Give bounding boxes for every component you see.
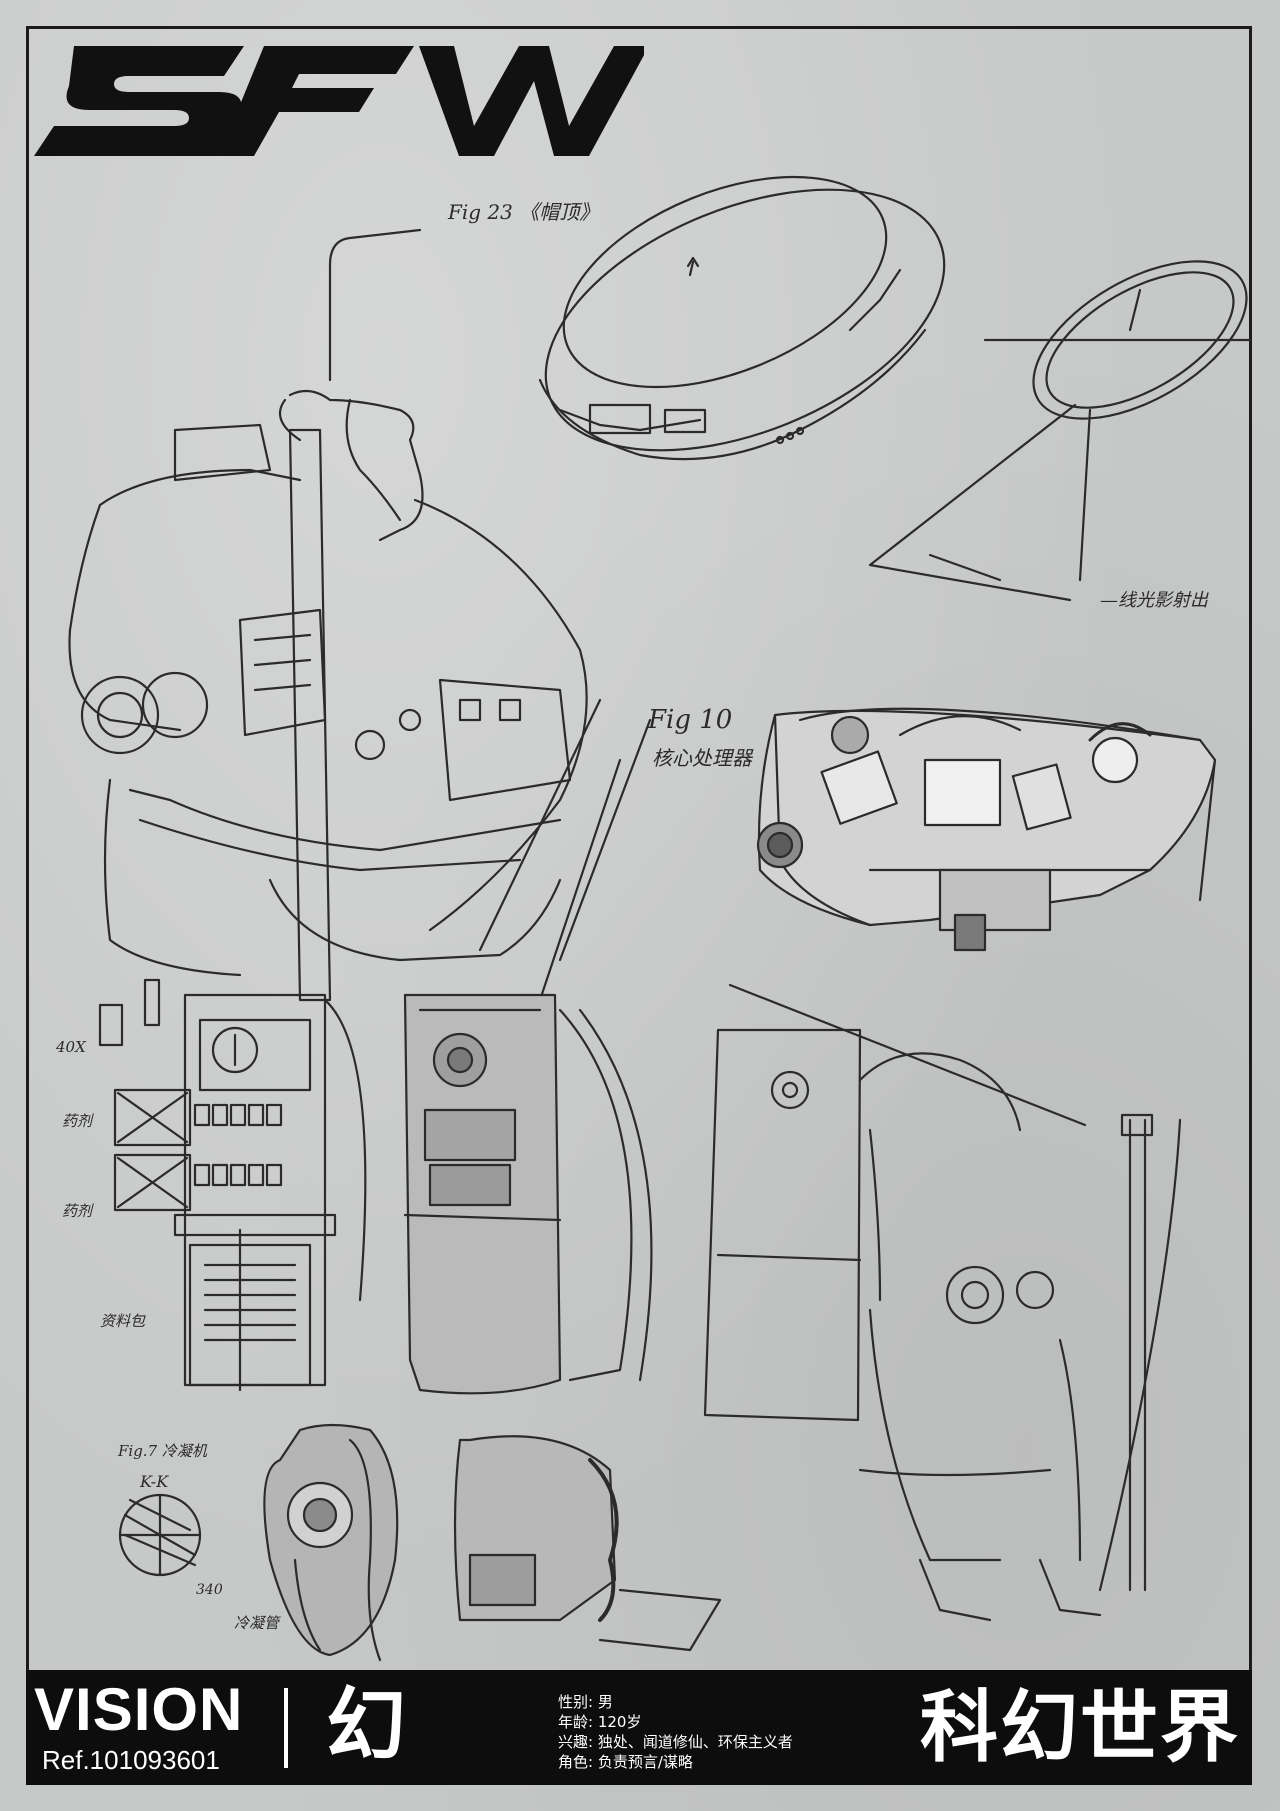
sfw-logo	[34, 46, 644, 156]
drug-label-1: 药剂	[62, 1112, 93, 1130]
fig7-label: Fig.7 冷凝机	[118, 1442, 207, 1460]
drug-label-2: 药剂	[62, 1202, 93, 1220]
info-role: 角色: 负责预言/谋略	[558, 1753, 693, 1771]
bag-label: 资料包	[100, 1312, 146, 1330]
angle-label: 340	[196, 1582, 223, 1598]
huan-character: 幻	[326, 1679, 406, 1772]
hat-disc-sketch	[328, 175, 946, 461]
info-gender: 性别: 男	[558, 1693, 613, 1711]
reference-number: Ref.101093601	[42, 1745, 220, 1775]
footer-divider	[284, 1688, 288, 1768]
vision-title: VISION	[34, 1676, 244, 1743]
condenser-sketch	[118, 1423, 722, 1662]
section-label: K-K	[140, 1472, 169, 1491]
fig10-label: Fig 10	[648, 705, 733, 735]
magazine-brand: 科幻世界	[920, 1683, 1241, 1773]
backpack-diagram-sketch	[98, 978, 367, 1392]
fig23-label: Fig 23 《帽顶》	[448, 200, 600, 224]
info-interests: 兴趣: 独处、闻道修仙、环保主义者	[558, 1733, 793, 1751]
backpack-side-sketch	[403, 993, 653, 1395]
character-info: 性别: 男 年龄: 120岁 兴趣: 独处、闻道修仙、环保主义者 角色: 负责预…	[558, 1692, 793, 1772]
info-age: 年龄: 120岁	[558, 1713, 642, 1731]
bear-character-sketch	[68, 389, 652, 1002]
fig10-sub-label: 核心处理器	[652, 746, 752, 770]
pipe-label: 冷凝管	[234, 1614, 280, 1632]
bear-with-backpack-sketch	[703, 983, 1182, 1622]
footer-bar: VISION Ref.101093601 幻 性别: 男 年龄: 120岁 兴趣…	[26, 1670, 1252, 1785]
halo-ring-sketch	[868, 260, 1252, 602]
light-beam-label: —线光影射出	[1100, 590, 1208, 611]
quantity-label: 40X	[56, 1038, 86, 1056]
core-processor-sketch	[756, 707, 1217, 952]
